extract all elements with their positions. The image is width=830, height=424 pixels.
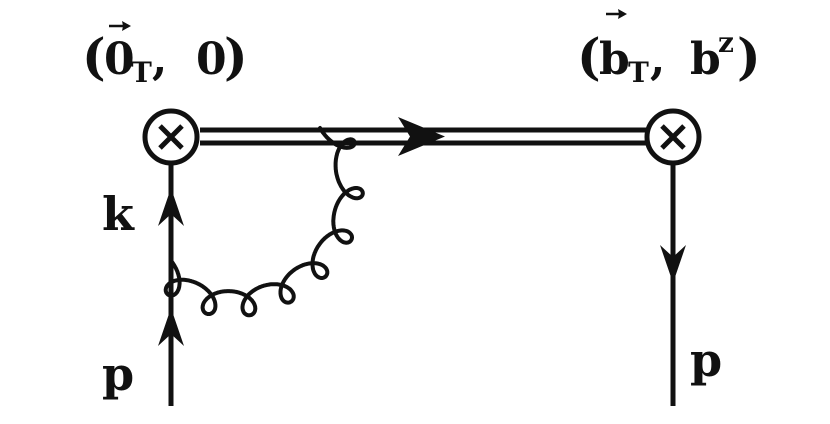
left-vertex-label: ( 0 T , 0 ) (82, 21, 248, 89)
comma: , (650, 34, 665, 85)
paren-close: ) (737, 27, 761, 86)
vector-arrow-icon (109, 21, 131, 31)
gluon-spring-icon (163, 126, 365, 318)
superscript-z: z (718, 26, 734, 59)
paren-open: ( (82, 27, 106, 86)
vector-b: b (599, 34, 630, 85)
vector-arrow-icon (606, 9, 627, 19)
quark-arrow-k-icon (158, 188, 184, 226)
wilson-line-arrow-icon (398, 117, 445, 156)
vertex-right (644, 108, 702, 166)
paren-open: ( (577, 27, 601, 86)
momentum-label-p-right: p (690, 333, 722, 387)
comma: , (152, 34, 167, 85)
quark-arrow-p-right-icon (660, 245, 686, 283)
paren-close: ) (224, 27, 248, 86)
right-vertex-label: ( b T , b z ) (577, 9, 761, 89)
momentum-label-p-left: p (102, 347, 134, 401)
quark-arrow-p-left-icon (158, 308, 184, 346)
vertex-left (142, 108, 200, 166)
momentum-label-k: k (102, 187, 135, 241)
vector-zero: 0 (104, 34, 135, 85)
zero: 0 (196, 34, 227, 85)
subscript-t: T (628, 56, 649, 89)
b-z: b (690, 34, 721, 85)
subscript-t: T (131, 56, 152, 89)
